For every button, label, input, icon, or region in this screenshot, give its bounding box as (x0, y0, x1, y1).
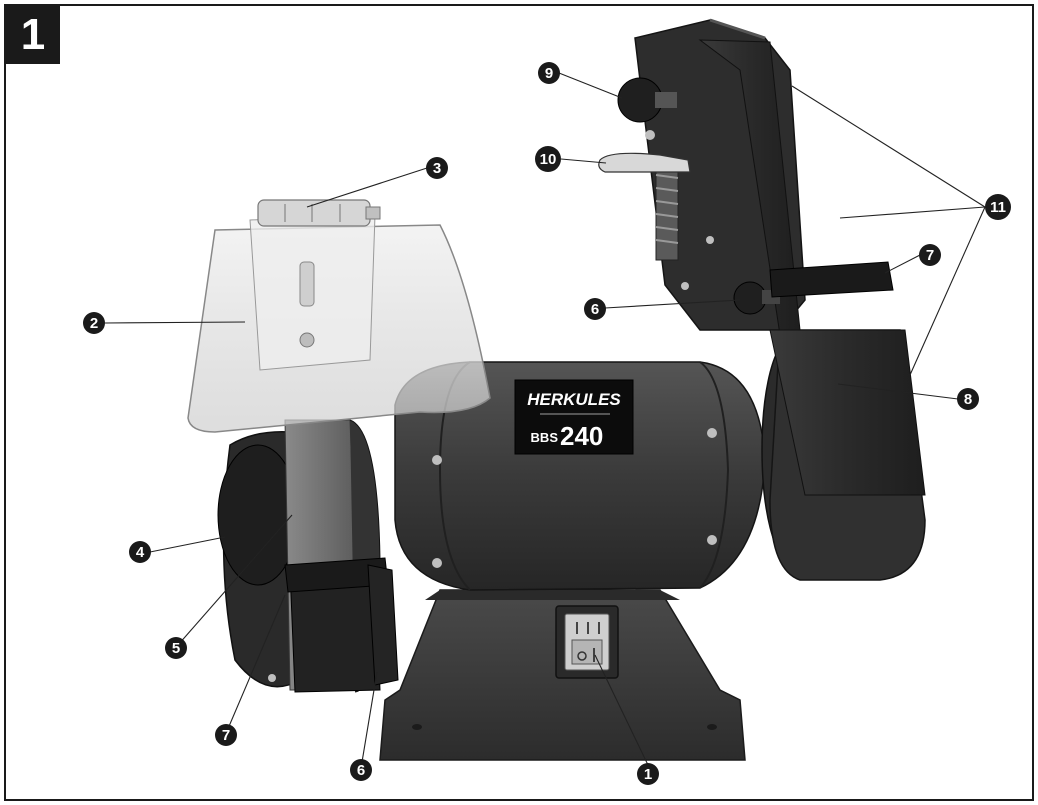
brand-label: HERKULES BBS 240 (514, 379, 634, 455)
sanding-belt-arm (598, 18, 926, 496)
motor-housing: HERKULES BBS 240 (394, 361, 766, 591)
power-switch (555, 605, 619, 679)
svg-text:7: 7 (926, 247, 934, 264)
callout-6a: 6 (584, 298, 606, 320)
svg-text:8: 8 (964, 391, 972, 408)
figure-frame: 1 (4, 4, 1034, 801)
callout-7b: 7 (215, 724, 237, 746)
eye-shield (187, 199, 491, 433)
svg-text:3: 3 (433, 160, 441, 177)
model-number: 240 (560, 421, 603, 451)
callout-11: 11 (985, 194, 1011, 220)
svg-text:6: 6 (591, 301, 599, 318)
svg-text:2: 2 (90, 315, 98, 332)
svg-text:4: 4 (136, 544, 145, 561)
brand-name: HERKULES (527, 390, 621, 409)
svg-text:9: 9 (545, 65, 553, 82)
model-prefix: BBS (531, 430, 559, 445)
svg-text:6: 6 (357, 762, 365, 779)
shield-hinge (257, 199, 381, 227)
grinding-wheel-assembly (217, 419, 399, 693)
belt-tool-rest (769, 261, 894, 298)
svg-text:5: 5 (172, 640, 180, 657)
callout-2: 2 (83, 312, 105, 334)
callout-5: 5 (165, 637, 187, 659)
callout-4: 4 (129, 541, 151, 563)
svg-text:10: 10 (540, 151, 557, 168)
callout-3: 3 (426, 157, 448, 179)
callout-1: 1 (637, 763, 659, 785)
callout-8: 8 (957, 388, 979, 410)
tool-rest-bracket (367, 564, 399, 686)
svg-text:7: 7 (222, 727, 230, 744)
svg-text:1: 1 (644, 766, 652, 783)
callout-7a: 7 (919, 244, 941, 266)
callout-6b: 6 (350, 759, 372, 781)
belt-tracking-knob (617, 77, 677, 140)
callout-9: 9 (538, 62, 560, 84)
tension-lever (598, 152, 691, 173)
leader-lines (104, 72, 986, 766)
svg-text:11: 11 (990, 199, 1006, 216)
callout-10: 10 (535, 146, 561, 172)
figure-number-badge: 1 (6, 6, 60, 64)
tool-rest-knob-right (733, 281, 780, 315)
tension-spring (655, 164, 679, 261)
